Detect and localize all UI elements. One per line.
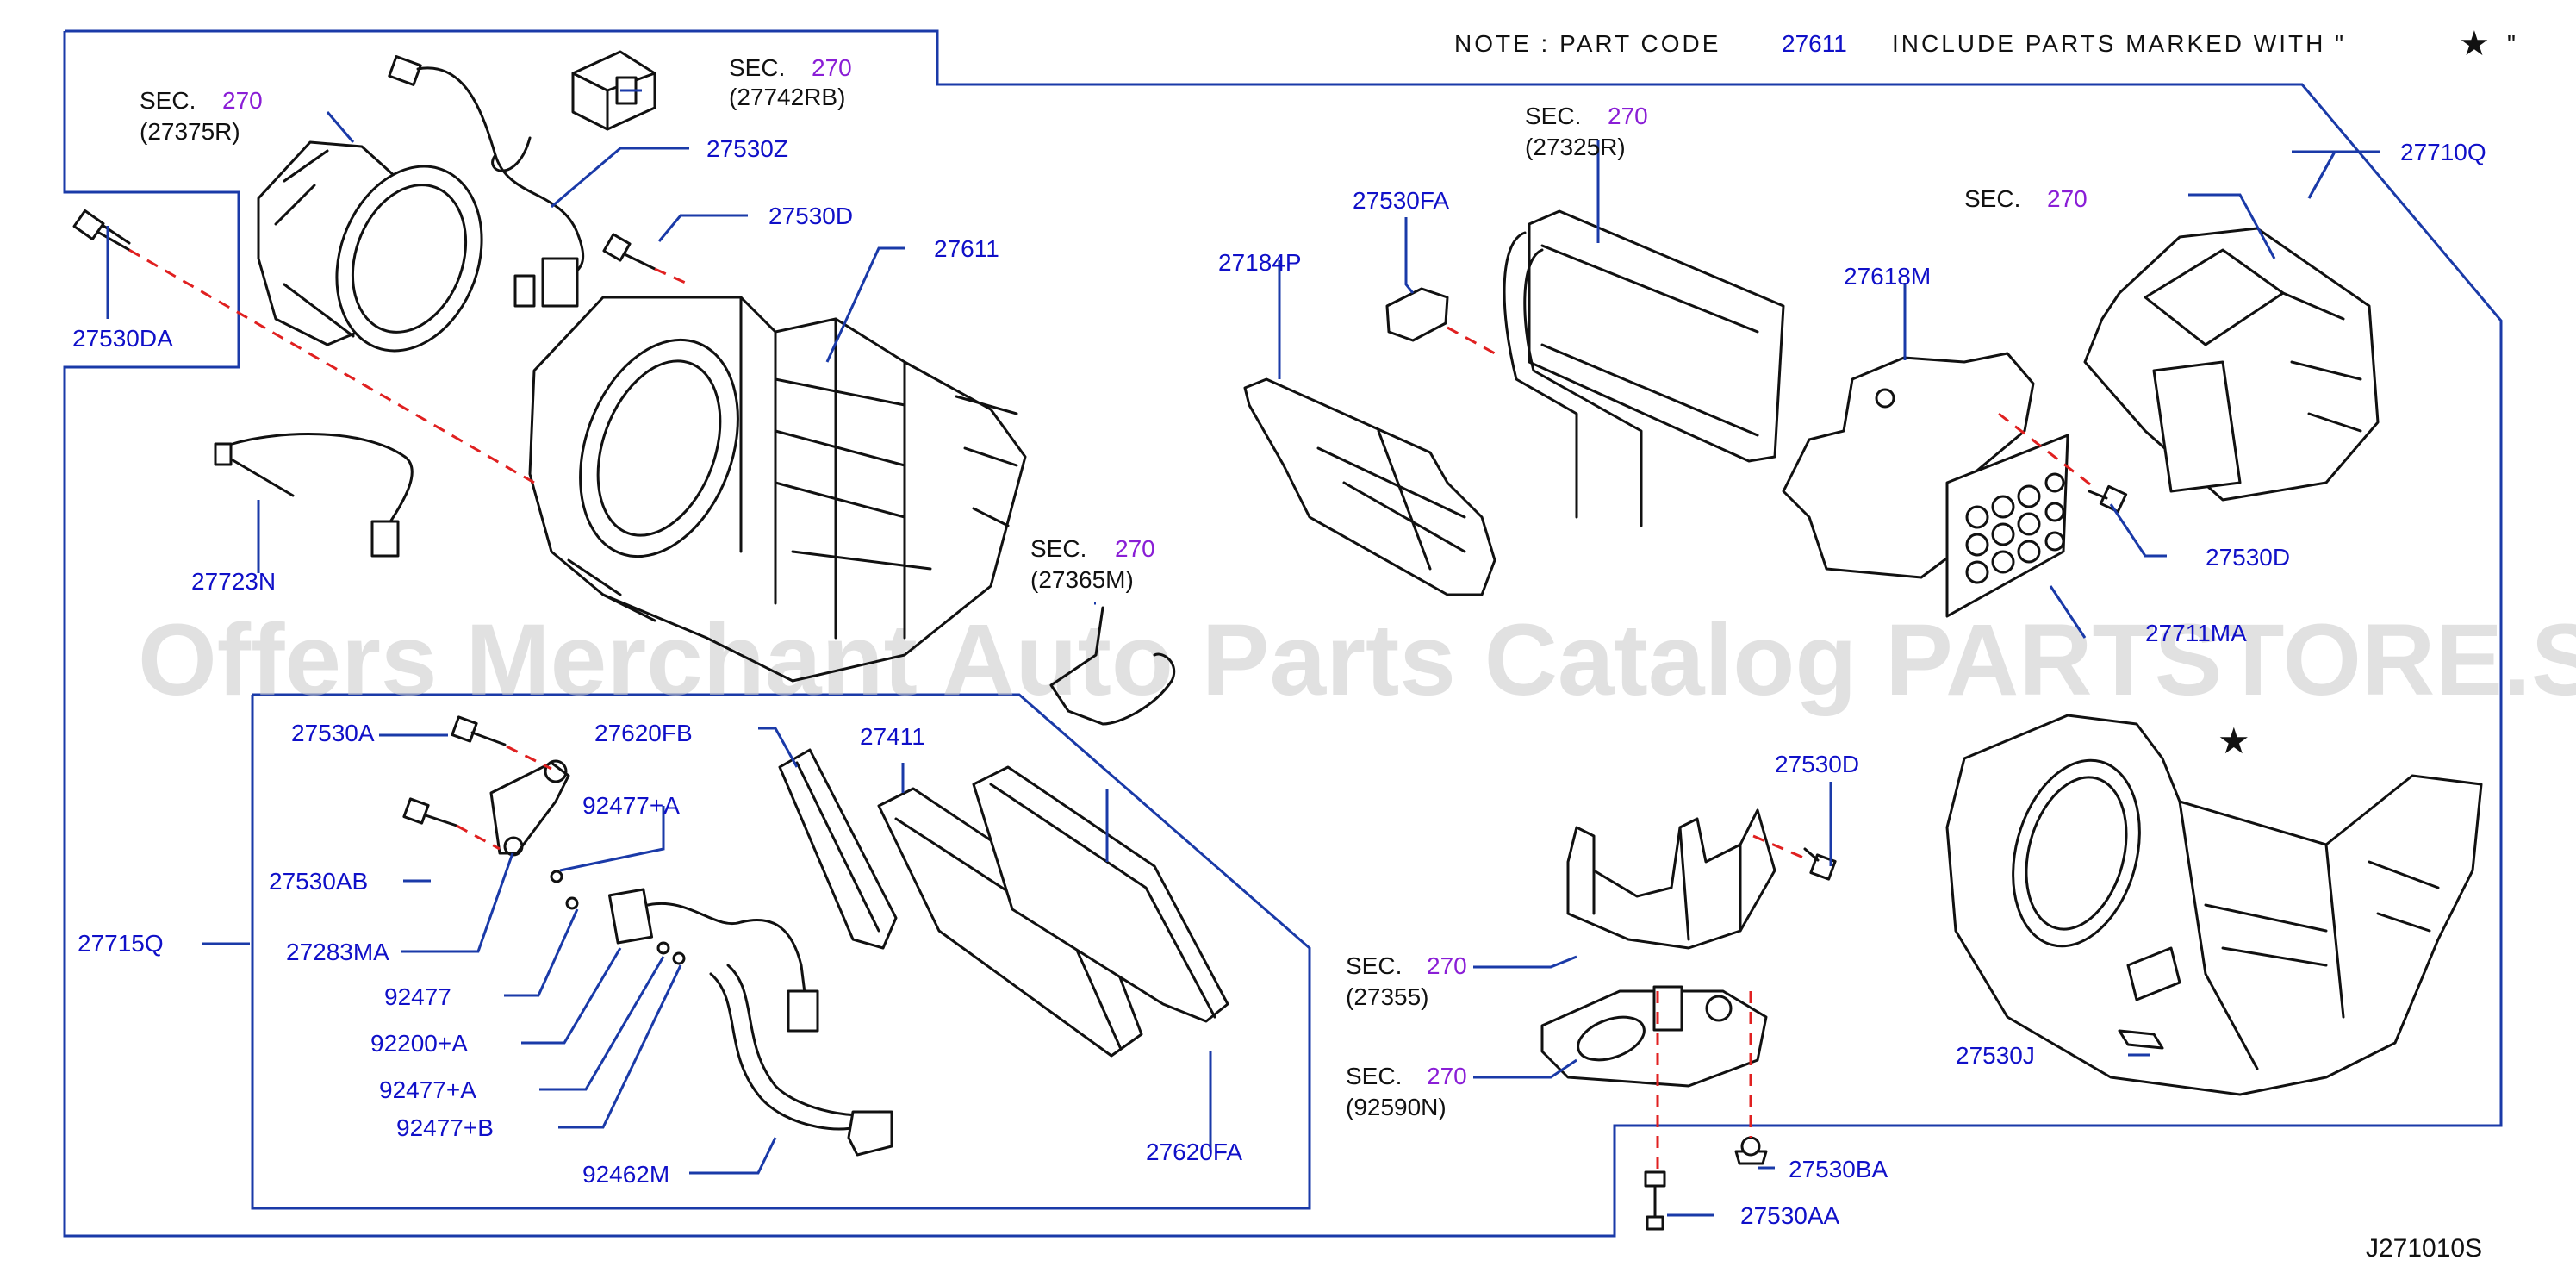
callout-92477A-1[interactable]: 92477+A (582, 792, 680, 819)
sec-label: SEC. (1346, 1063, 1402, 1089)
callout-27530FA[interactable]: 27530FA (1353, 187, 1449, 214)
relay-illustration (571, 50, 656, 131)
callout-92200A[interactable]: 92200+A (370, 1030, 468, 1057)
sec-ref-27365M[interactable]: SEC. 270 (27365M) (1030, 535, 1155, 593)
sec-label: SEC. (1964, 185, 2020, 212)
sec-ref-92590N[interactable]: SEC. 270 (92590N) (1346, 1063, 1467, 1120)
sec-ref-27742RB[interactable]: SEC. 270 (27742RB) (729, 54, 852, 110)
callout-27715Q[interactable]: 27715Q (78, 930, 164, 957)
watermark: Offers Merchant Auto Parts Catalog PARTS… (138, 603, 2576, 717)
sec-label: SEC. (1030, 535, 1086, 562)
expansion-valve-illustration (607, 888, 893, 1157)
sec-code: (27365M) (1030, 566, 1134, 593)
callout-27530J[interactable]: 27530J (1956, 1042, 2035, 1069)
aspirator-illustration (1540, 985, 1768, 1088)
pipe-bracket-illustration (489, 759, 570, 857)
screw-27530DA (72, 209, 131, 252)
callout-27618M[interactable]: 27618M (1844, 263, 1931, 290)
intake-bracket-illustration (1566, 808, 1776, 950)
callout-27530D-top[interactable]: 27530D (768, 203, 853, 229)
clamp-illustration (1385, 287, 1449, 342)
sec-label: SEC. (729, 54, 785, 81)
filter-grille-illustration (1945, 434, 2069, 618)
callout-27530BA[interactable]: 27530BA (1789, 1156, 1888, 1182)
sub-harness-illustration (1049, 606, 1175, 726)
heater-core-illustration (1503, 209, 1785, 527)
star-icon: ★ (2459, 25, 2490, 63)
callout-27530AB[interactable]: 27530AB (269, 868, 368, 895)
assembly-frame (63, 29, 2503, 1238)
callout-27530AA[interactable]: 27530AA (1740, 1202, 1840, 1229)
screw-27530D-right (2088, 484, 2128, 514)
sec-number: 270 (812, 54, 852, 81)
callout-27530A[interactable]: 27530A (291, 720, 375, 746)
sub-assembly-frame (251, 693, 1311, 1210)
o-rings-illustration (550, 870, 686, 965)
note-prefix: NOTE : PART CODE (1454, 30, 1720, 57)
sec-label: SEC. (1346, 952, 1402, 979)
sec-number: 270 (2047, 185, 2088, 212)
callout-27184P[interactable]: 27184P (1218, 249, 1302, 276)
sec-code: (27355) (1346, 983, 1429, 1010)
note-suffix: INCLUDE PARTS MARKED WITH " (1892, 30, 2346, 57)
sec-label: SEC. (1525, 103, 1581, 129)
screw-27530D-mid (1803, 847, 1837, 881)
callout-92477B[interactable]: 92477+B (396, 1114, 494, 1141)
callout-27530DA[interactable]: 27530DA (72, 325, 173, 352)
heater-case-illustration (528, 296, 1027, 683)
callout-27620FA[interactable]: 27620FA (1146, 1139, 1242, 1165)
alignment-lines (128, 248, 2094, 1170)
callout-27710Q[interactable]: 27710Q (2400, 139, 2486, 165)
callout-27530Z[interactable]: 27530Z (706, 135, 788, 162)
blower-motor-illustration (257, 140, 483, 353)
star-marker-icon: ★ (2218, 721, 2250, 761)
sec-ref-27375R[interactable]: SEC. 270 (27375R) (140, 87, 263, 145)
upper-duct-illustration (2083, 227, 2380, 502)
sec-ref-27710Q[interactable]: SEC. 270 (1964, 185, 2088, 212)
filter-frame-illustration (778, 748, 898, 950)
clip-27530J (2118, 1029, 2164, 1050)
sec-ref-27355[interactable]: SEC. 270 (27355) (1346, 952, 1467, 1010)
filter-element-illustration (972, 765, 1229, 1023)
sec-code: (27742RB) (729, 84, 845, 110)
sec-number: 270 (1427, 1063, 1467, 1089)
screw-27530A (451, 715, 507, 746)
callout-27283MA[interactable]: 27283MA (286, 939, 389, 965)
mode-door-illustration (1243, 377, 1496, 596)
callout-27711MA[interactable]: 27711MA (2145, 620, 2247, 646)
callout-92477[interactable]: 92477 (384, 983, 451, 1010)
sensor-illustration (214, 433, 414, 558)
callout-27723N[interactable]: 27723N (191, 568, 276, 595)
leader-lines (106, 89, 2380, 1217)
harness-illustration (388, 55, 585, 308)
sec-number: 270 (222, 87, 263, 114)
diagram-id: J271010S (2366, 1234, 2482, 1263)
sec-code: (27375R) (140, 118, 240, 145)
screw-27530AB (402, 797, 458, 827)
sec-label: SEC. (140, 87, 196, 114)
callout-27530D-mid[interactable]: 27530D (1775, 751, 1859, 777)
clip-27530BA (1734, 1136, 1768, 1165)
sec-number: 270 (1608, 103, 1648, 129)
callout-27620FB[interactable]: 27620FB (594, 720, 693, 746)
sec-code: (92590N) (1346, 1094, 1447, 1120)
callout-92462M[interactable]: 92462M (582, 1161, 669, 1188)
callout-92477A-2[interactable]: 92477+A (379, 1076, 476, 1103)
sec-number: 270 (1115, 535, 1155, 562)
callout-27530D-right[interactable]: 27530D (2206, 544, 2290, 571)
sec-number: 270 (1427, 952, 1467, 979)
blower-case-illustration (1945, 714, 2483, 1096)
callout-27411[interactable]: 27411 (860, 723, 925, 750)
sec-code: (27325R) (1525, 134, 1626, 160)
note-code[interactable]: 27611 (1782, 30, 1847, 57)
callout-27611[interactable]: 27611 (934, 235, 999, 262)
header-note: NOTE : PART CODE 27611 INCLUDE PARTS MAR… (1454, 25, 2516, 63)
sec-ref-27325R[interactable]: SEC. 270 (27325R) (1525, 103, 1648, 160)
screw-27530D-top (602, 233, 656, 271)
note-end: " (2507, 30, 2516, 57)
screw-27530AA (1644, 1170, 1666, 1231)
